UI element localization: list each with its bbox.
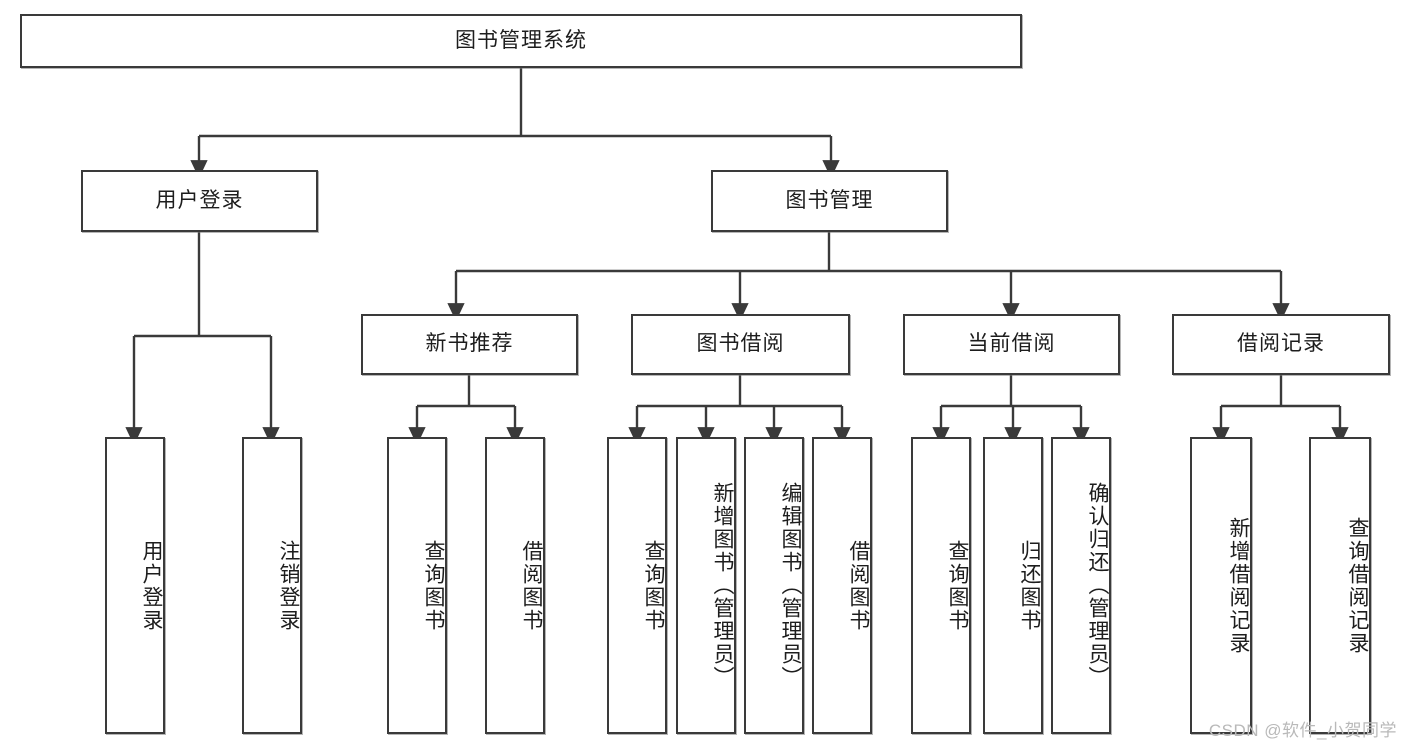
- node-level2-new-book-recommend[interactable]: 新书推荐: [361, 314, 578, 375]
- node-label: 借阅图书: [847, 539, 870, 632]
- node-level2-book-borrow[interactable]: 图书借阅: [631, 314, 850, 375]
- node-root[interactable]: 图书管理系统: [20, 14, 1022, 68]
- node-leaf[interactable]: 查询借阅记录: [1309, 437, 1371, 734]
- node-label: 用户登录: [140, 539, 163, 632]
- node-leaf[interactable]: 用户登录: [105, 437, 165, 734]
- node-leaf[interactable]: 查询图书: [911, 437, 971, 734]
- node-leaf[interactable]: 确认归还（管理员）: [1051, 437, 1111, 734]
- node-level2-current-borrow[interactable]: 当前借阅: [903, 314, 1120, 375]
- node-label: 当前借阅: [967, 332, 1056, 356]
- node-leaf[interactable]: 注销登录: [242, 437, 302, 734]
- node-label: 借阅图书: [520, 539, 543, 632]
- node-level1-user-login[interactable]: 用户登录: [81, 170, 318, 232]
- node-label: 图书借阅: [696, 332, 785, 356]
- node-label: 新增图书（管理员）: [711, 482, 734, 689]
- node-label: 用户登录: [155, 188, 244, 212]
- node-leaf[interactable]: 归还图书: [983, 437, 1043, 734]
- node-label: 确认归还（管理员）: [1086, 482, 1109, 689]
- node-leaf[interactable]: 查询图书: [607, 437, 667, 734]
- node-label: 图书管理: [785, 188, 874, 212]
- node-label: 图书管理系统: [455, 28, 587, 52]
- node-leaf[interactable]: 借阅图书: [485, 437, 545, 734]
- node-leaf[interactable]: 查询图书: [387, 437, 447, 734]
- watermark-text: CSDN @软件_小贺同学: [1208, 721, 1397, 740]
- node-label: 编辑图书（管理员）: [779, 482, 802, 689]
- node-label: 注销登录: [277, 539, 300, 632]
- node-label: 查询图书: [642, 539, 665, 632]
- node-label: 借阅记录: [1237, 332, 1325, 356]
- node-label: 查询图书: [422, 539, 445, 632]
- node-leaf[interactable]: 借阅图书: [812, 437, 872, 734]
- node-label: 查询图书: [946, 539, 969, 632]
- node-level2-borrow-record[interactable]: 借阅记录: [1172, 314, 1390, 375]
- node-level1-book-management[interactable]: 图书管理: [711, 170, 948, 232]
- node-label: 新增借阅记录: [1227, 516, 1250, 655]
- node-label: 查询借阅记录: [1346, 516, 1369, 655]
- node-leaf[interactable]: 新增借阅记录: [1190, 437, 1252, 734]
- node-label: 新书推荐: [425, 332, 514, 356]
- node-label: 归还图书: [1018, 539, 1041, 632]
- node-leaf[interactable]: 编辑图书（管理员）: [744, 437, 804, 734]
- node-leaf[interactable]: 新增图书（管理员）: [676, 437, 736, 734]
